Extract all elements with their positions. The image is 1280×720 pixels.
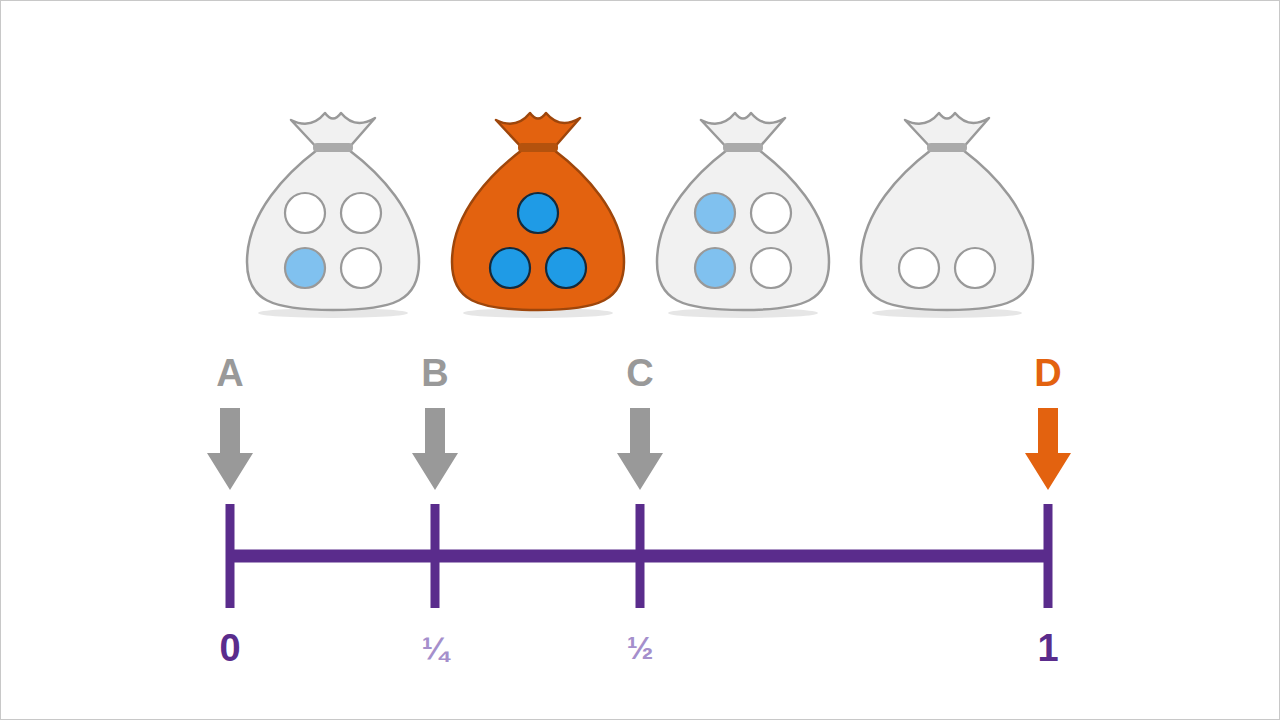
bag-tie bbox=[723, 143, 763, 152]
counter bbox=[285, 193, 325, 233]
bag-body bbox=[861, 150, 1033, 310]
pointer-arrow bbox=[1025, 408, 1071, 490]
arrow-shape bbox=[1025, 408, 1071, 490]
counter bbox=[285, 248, 325, 288]
bag-tie bbox=[927, 143, 967, 152]
tick-mark bbox=[431, 504, 440, 608]
scale-value: ½ bbox=[627, 632, 654, 664]
tick-mark bbox=[636, 504, 645, 608]
counter bbox=[341, 193, 381, 233]
pointer-arrow bbox=[617, 408, 663, 490]
counter bbox=[751, 248, 791, 288]
arrow-shape bbox=[617, 408, 663, 490]
counter bbox=[695, 248, 735, 288]
arrow-shape bbox=[207, 408, 253, 490]
bag bbox=[657, 113, 829, 318]
bag-body bbox=[247, 150, 419, 310]
bag-body bbox=[657, 150, 829, 310]
scale-value: 1 bbox=[1037, 629, 1058, 667]
counter bbox=[695, 193, 735, 233]
letter-label: D bbox=[1034, 354, 1061, 392]
bag bbox=[861, 113, 1033, 318]
arrow-shape bbox=[412, 408, 458, 490]
letter-label: C bbox=[626, 354, 653, 392]
letter-label: A bbox=[216, 354, 243, 392]
bag-tie bbox=[313, 143, 353, 152]
pointer-arrow bbox=[207, 408, 253, 490]
counter bbox=[546, 248, 586, 288]
counter bbox=[751, 193, 791, 233]
bag bbox=[452, 113, 624, 318]
scale-value: 0 bbox=[219, 629, 240, 667]
tick-mark bbox=[226, 504, 235, 608]
counter bbox=[955, 248, 995, 288]
tick-mark bbox=[1044, 504, 1053, 608]
counter bbox=[899, 248, 939, 288]
counter bbox=[341, 248, 381, 288]
letter-label: B bbox=[421, 354, 448, 392]
bag bbox=[247, 113, 419, 318]
bag-tie bbox=[518, 143, 558, 152]
bag-body bbox=[452, 150, 624, 310]
scale-value: ¼ bbox=[422, 632, 449, 664]
counter bbox=[518, 193, 558, 233]
counter bbox=[490, 248, 530, 288]
pointer-arrow bbox=[412, 408, 458, 490]
